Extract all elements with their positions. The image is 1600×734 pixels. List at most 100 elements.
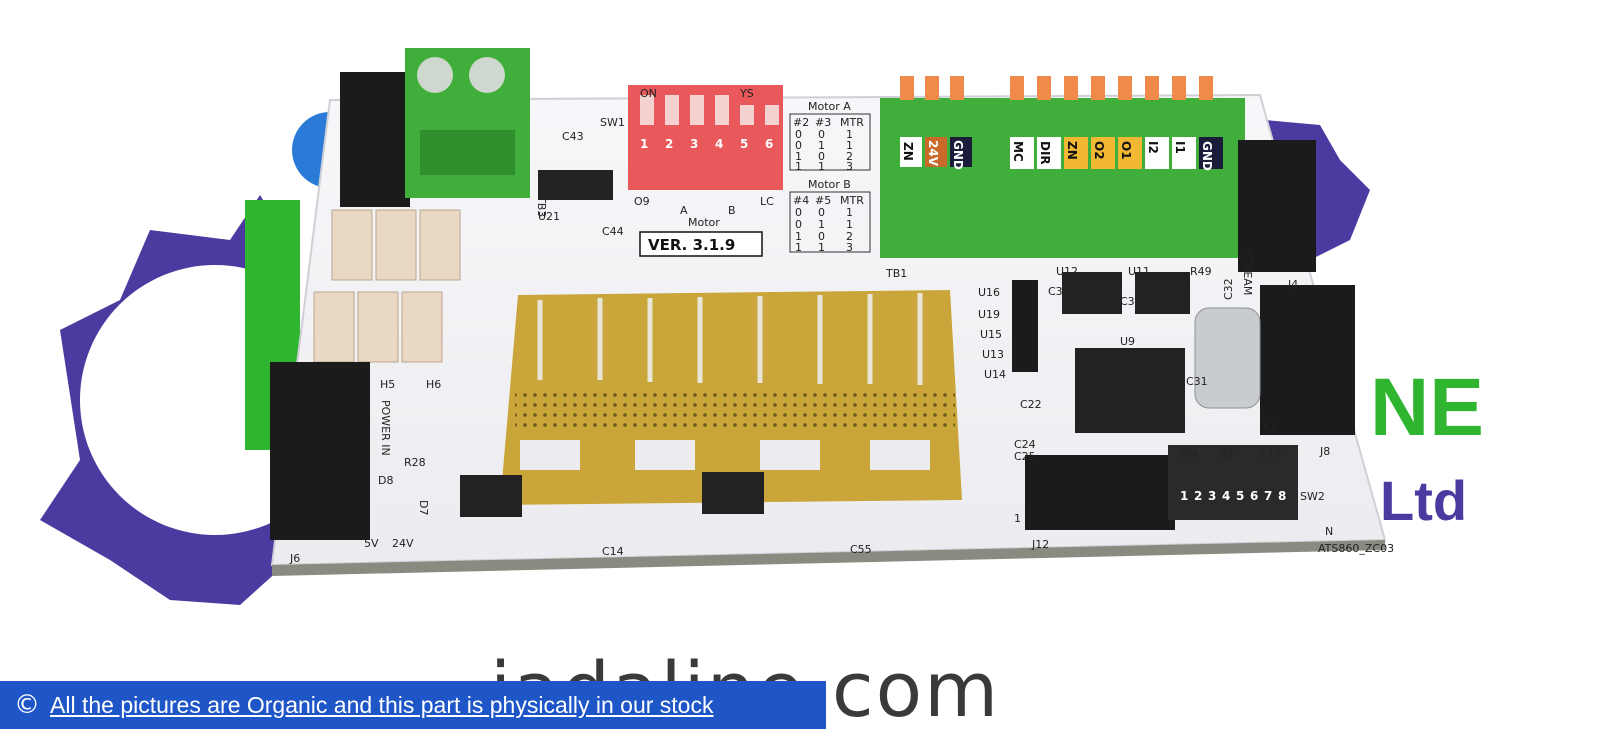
label-sw1-ys: YS	[739, 87, 754, 100]
terminal-right-labels: MC DIR ZN O2 O1 I2 I1 GND	[1010, 137, 1223, 171]
term-label: GND	[1200, 141, 1214, 171]
sw2-num: 7	[1264, 489, 1272, 503]
label-o9: O9	[634, 195, 650, 208]
label-u19: U19	[978, 308, 1000, 321]
label-u12: U12	[1056, 265, 1078, 278]
label-model: ATS860_ZC03	[1318, 542, 1394, 555]
header-top-left	[340, 72, 410, 207]
jst-connectors	[313, 209, 461, 363]
label-c43: C43	[562, 130, 584, 143]
header-j4	[1238, 140, 1316, 272]
label-h6: H6	[426, 378, 441, 391]
sw2-right: CTS	[1260, 447, 1281, 460]
chip-u11	[1135, 272, 1190, 314]
sw2-num: 5	[1236, 489, 1244, 503]
sw2-num: 6	[1250, 489, 1258, 503]
sw2-mid: 35	[1220, 447, 1234, 460]
label-d2: D2	[476, 478, 491, 491]
motor-a-cell: 0	[818, 150, 825, 163]
term-label: MC	[1011, 141, 1025, 162]
motor-a-h: MTR	[840, 116, 864, 129]
regulator-u21	[538, 170, 613, 200]
label-u9: U9	[1120, 335, 1135, 348]
motor-a-cell: 1	[795, 160, 802, 173]
label-r49: R49	[1190, 265, 1212, 278]
term-label: O1	[1119, 141, 1133, 160]
label-x1: X1	[1262, 420, 1277, 433]
terminal-left-labels: ZN 24V GND	[900, 137, 972, 170]
diode-d2	[460, 475, 522, 517]
label-5v: 5V	[364, 537, 379, 550]
motor-a-cell: 1	[818, 160, 825, 173]
header-j12	[1025, 455, 1175, 530]
motor-a-cell: 0	[795, 139, 802, 152]
motor-b-h: MTR	[840, 194, 864, 207]
resistor-array	[1012, 280, 1038, 372]
motor-a-cell: 1	[846, 139, 853, 152]
copyright-icon: ©	[14, 690, 40, 720]
sw1-numbers: 1 2 3 4 5 6	[640, 137, 773, 151]
sw1-num: 1	[640, 137, 648, 151]
motor-b-cell: 0	[795, 206, 802, 219]
motor-b-cell: 1	[846, 218, 853, 231]
motor-b-cell: 1	[795, 230, 802, 243]
diode-d18	[702, 472, 764, 514]
label-u11: U11	[1128, 265, 1150, 278]
term-label: ZN	[901, 142, 915, 161]
label-motor: Motor	[688, 216, 720, 229]
motor-a-h: #3	[815, 116, 831, 129]
motor-b-h: #4	[793, 194, 809, 207]
stock-banner: © All the pictures are Organic and this …	[0, 681, 826, 729]
sw1-num: 4	[715, 137, 723, 151]
motor-a-cell: 1	[795, 150, 802, 163]
term-label: 24V	[926, 140, 940, 167]
term-label: I2	[1146, 141, 1160, 154]
motor-b-cell: 3	[846, 241, 853, 254]
label-power-in: POWER IN	[379, 400, 392, 456]
banner-text[interactable]: All the pictures are Organic and this pa…	[50, 691, 714, 718]
sw2-on: ON	[1180, 447, 1197, 460]
term-label: I1	[1173, 141, 1187, 154]
sw2-num: 1	[1180, 489, 1188, 503]
logo-suffix: Ltd	[1380, 469, 1467, 532]
motor-b-cell: 2	[846, 230, 853, 243]
label-d18: D18	[718, 474, 740, 487]
term-label: GND	[951, 140, 965, 170]
motor-b-title: Motor B	[808, 178, 851, 191]
terminal-block-io	[995, 76, 1245, 258]
motor-a-cell: 1	[846, 128, 853, 141]
copper-pads	[500, 290, 962, 505]
label-c24: C24	[1014, 438, 1036, 451]
sw2-text: ON 35 CTS 1 2 3 4 5 6 7 8	[1180, 447, 1286, 503]
label-j4: J4	[1287, 278, 1298, 291]
label-sw2: SW2	[1300, 490, 1325, 503]
header-j8	[1260, 285, 1355, 435]
motor-b-cell: 0	[818, 230, 825, 243]
term-label: DIR	[1038, 141, 1052, 165]
label-lc: LC	[760, 195, 774, 208]
dip-switch-sw2	[1168, 445, 1298, 520]
logo-letters: NE	[1370, 362, 1484, 453]
sw1-num: 6	[765, 137, 773, 151]
motor-a-cell: 0	[818, 128, 825, 141]
label-24v: 24V	[392, 537, 414, 550]
label-c31: C31	[1186, 375, 1208, 388]
motor-a-cell: 0	[795, 128, 802, 141]
board-text: SW1 C43 C44 U21 TB3 ON YS 1 2 3 4 5 6 O9…	[289, 87, 1394, 565]
motor-b-table: Motor B #4 #5 MTR 0 0 1 0 1 1 1 0 2 1 1 …	[789, 178, 871, 254]
sw1-num: 2	[665, 137, 673, 151]
label-c25: C25	[1014, 450, 1036, 463]
label-tb1: TB1	[885, 267, 907, 280]
label-c33: C33	[1120, 295, 1142, 308]
motor-a-cell: 3	[846, 160, 853, 173]
motor-b-cell: 1	[795, 241, 802, 254]
label-sw1-on: ON	[640, 87, 657, 100]
label-d8: D8	[378, 474, 393, 487]
label-c14: C14	[602, 545, 624, 558]
chip-u12	[1062, 272, 1122, 314]
label-tb3: TB3	[535, 195, 548, 217]
sw2-num: 2	[1194, 489, 1202, 503]
label-u21: U21	[538, 210, 560, 223]
motor-b-cell: 1	[818, 218, 825, 231]
